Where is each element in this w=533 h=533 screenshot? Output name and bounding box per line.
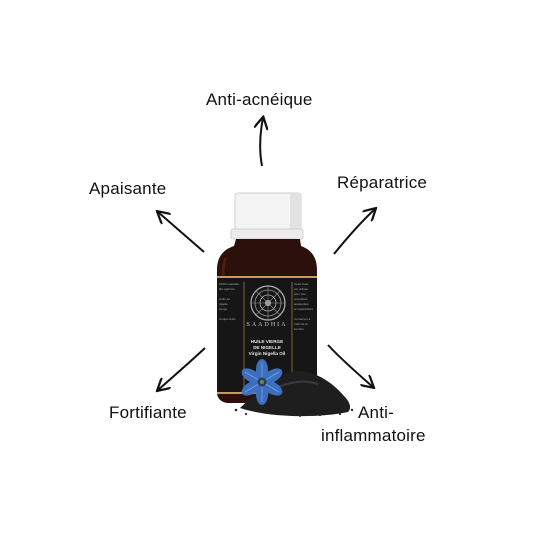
nigella-flower-icon bbox=[241, 359, 283, 405]
arrow-up-right-icon bbox=[333, 209, 375, 255]
benefit-apaisante: Apaisante bbox=[89, 179, 167, 198]
benefit-fortifiante: Fortifiante bbox=[109, 403, 187, 422]
left-panel-line: Coupe Huile bbox=[219, 317, 236, 321]
right-panel-line: est utilisée bbox=[294, 287, 309, 291]
product-name-line3: Virgin Nigella Oil bbox=[248, 351, 286, 356]
benefit-anti-inflammatoire-line1: Anti- bbox=[358, 403, 394, 422]
right-panel-line: Cette huile bbox=[294, 282, 309, 286]
arrow-up-left-icon bbox=[158, 212, 205, 253]
right-panel-line: pour ses bbox=[294, 292, 306, 296]
right-panel-line: lumière bbox=[294, 327, 304, 331]
product-name-line1: HUILE VIERGE bbox=[250, 339, 284, 344]
product-name-line2: DE NIGELLE bbox=[253, 345, 281, 350]
left-panel-line: Bio agricole bbox=[219, 287, 235, 291]
benefit-reparatrice: Réparatrice bbox=[337, 173, 428, 192]
right-panel-line: apaisantes bbox=[294, 302, 309, 306]
brand-name: SAADHIA bbox=[246, 322, 288, 328]
right-panel-line: l'abri de la bbox=[294, 322, 308, 326]
benefit-anti-inflammatoire-line2: inflammatoire bbox=[321, 426, 426, 445]
bottle-cap bbox=[230, 192, 304, 240]
right-panel-line: et réparatrices bbox=[294, 307, 314, 311]
arrow-down-right-icon bbox=[327, 344, 373, 387]
bottle-label: SAADHIA HUILE VIERGE DE NIGELLE Virgin N… bbox=[217, 276, 317, 394]
right-panel-line: Conserver à bbox=[294, 317, 311, 321]
left-panel-line: nigelle bbox=[219, 302, 228, 306]
benefit-anti-acneique: Anti-acnéique bbox=[206, 90, 313, 109]
left-panel-line: vierge bbox=[219, 307, 228, 311]
arrow-down-left-icon bbox=[158, 347, 206, 390]
arrow-up-icon bbox=[260, 118, 263, 167]
left-panel-line: 100% naturelle bbox=[219, 282, 240, 286]
right-panel-line: propriétés bbox=[294, 297, 308, 301]
mandala-logo-icon bbox=[250, 285, 286, 321]
left-panel-line: Huile de bbox=[219, 297, 231, 301]
